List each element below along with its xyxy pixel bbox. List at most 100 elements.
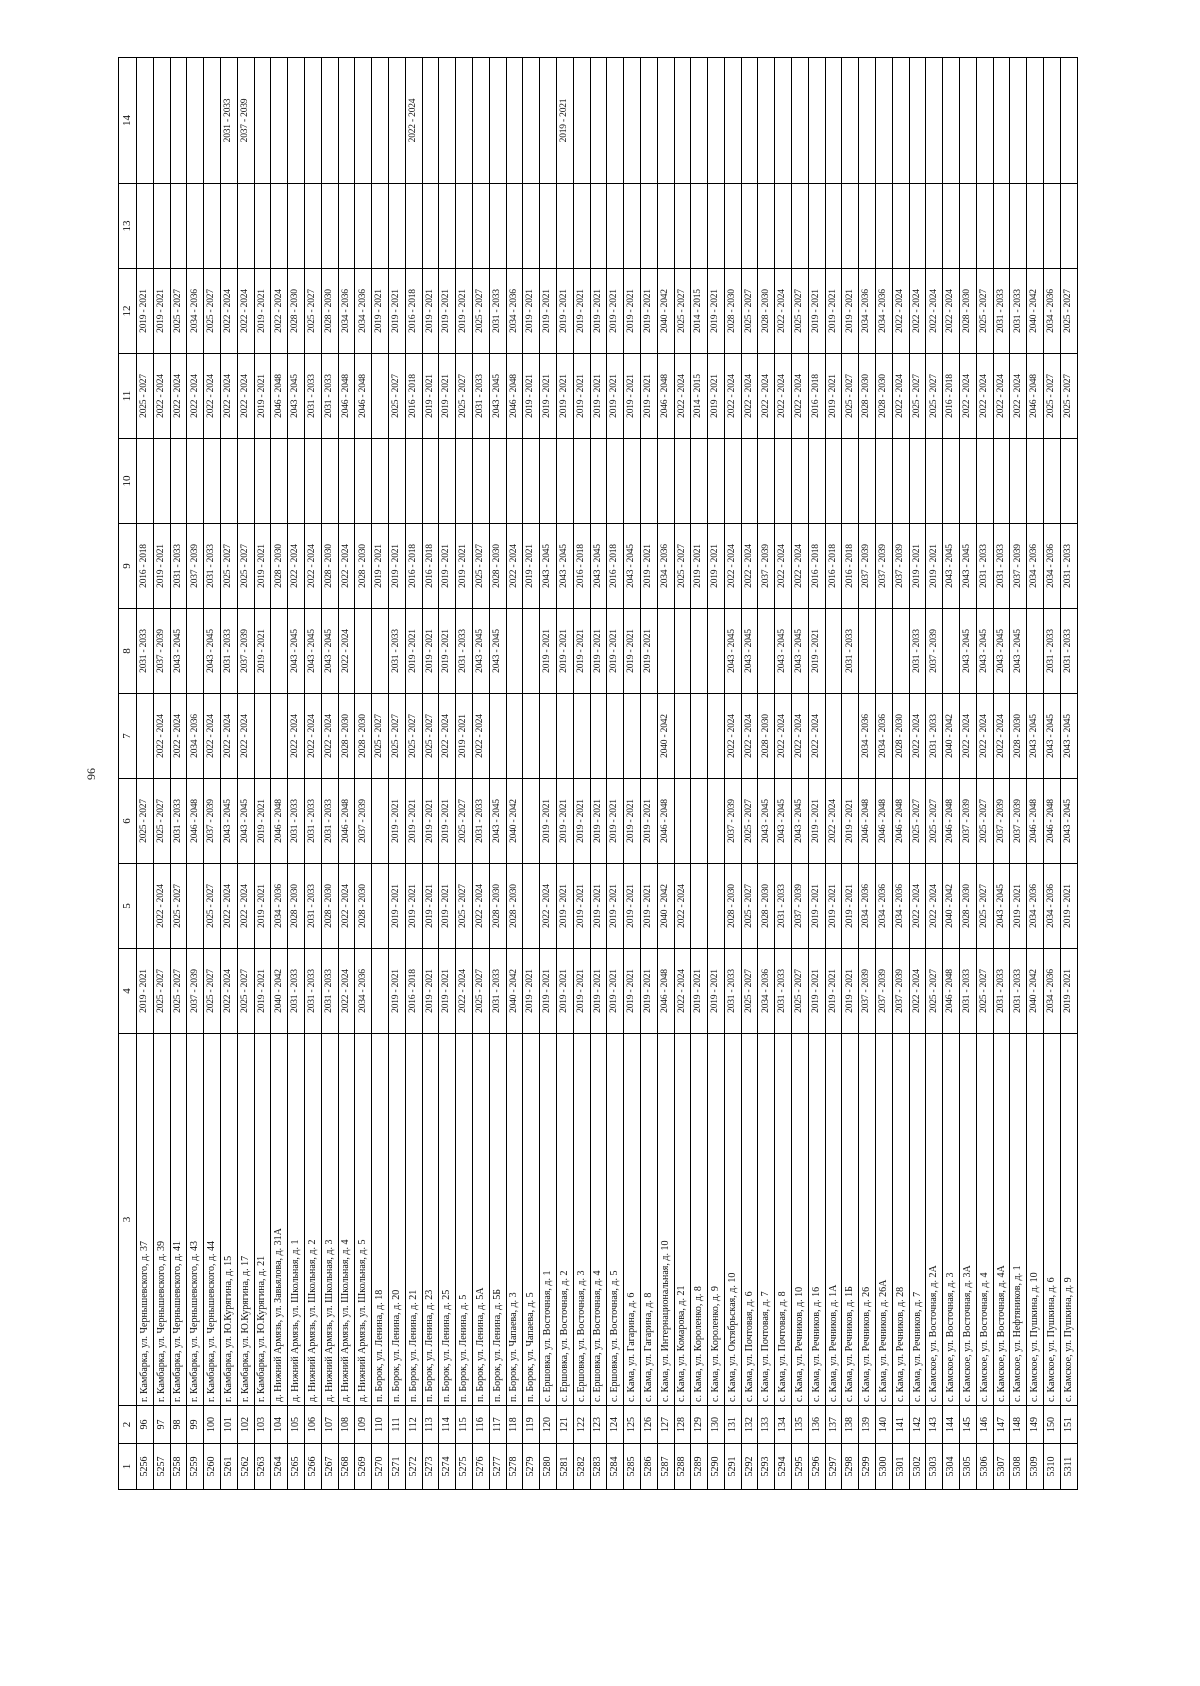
period-cell: 2019 - 2021 [388,948,406,1034]
period-cell: 2019 - 2021 [825,353,842,439]
period-cell: 2028 - 2030 [506,863,523,949]
address-cell: г. Камбарка, ул. Ю.Курягина, д. 15 [220,1033,238,1406]
row-id-cell: 5301 [892,1443,910,1490]
period-cell: 2025 - 2027 [405,693,423,779]
row-id-cell: 5258 [170,1443,187,1490]
period-cell [522,438,540,524]
period-cell: 2025 - 2027 [976,268,994,354]
period-cell [254,183,271,269]
period-cell: 2022 - 2024 [287,693,305,779]
address-cell: с. Кама, ул. Почтовая, д. 8 [774,1033,792,1406]
period-cell: 2046 - 2048 [338,353,355,439]
period-cell: 2019 - 2021 [405,778,423,864]
row-num-cell: 112 [405,1405,423,1444]
row-num-cell: 149 [1026,1405,1044,1444]
period-cell: 2022 - 2024 [237,693,255,779]
period-cell [371,353,389,439]
period-cell [354,608,372,694]
period-cell: 2025 - 2027 [136,353,154,439]
period-cell: 2034 - 2036 [506,268,523,354]
period-cell [791,183,809,269]
period-cell: 2019 - 2021 [690,948,708,1034]
period-cell [186,438,204,524]
row-id-cell: 5263 [254,1443,271,1490]
period-cell: 2031 - 2033 [993,948,1010,1034]
period-cell [774,183,792,269]
row-num-cell: 132 [741,1405,758,1444]
period-cell [623,183,641,269]
period-cell: 2019 - 2021 [1060,863,1078,949]
period-cell [220,183,238,269]
period-cell: 2022 - 2024 [774,523,792,609]
period-cell [674,778,691,864]
row-num-cell: 146 [976,1405,994,1444]
period-cell: 2022 - 2024 [674,353,691,439]
period-cell [371,183,389,269]
period-cell: 2022 - 2024 [976,693,994,779]
column-number-header: 5 [118,863,137,949]
period-cell: 2046 - 2048 [338,778,355,864]
period-cell [254,57,271,184]
period-cell: 2034 - 2036 [757,948,775,1034]
address-cell: г. Камбарка, ул. Чернышевского, д. 39 [153,1033,171,1406]
period-cell: 2037 - 2039 [791,863,809,949]
row-id-cell: 5304 [942,1443,960,1490]
row-num-cell: 138 [841,1405,859,1444]
period-cell: 2028 - 2030 [321,523,339,609]
period-cell [623,438,641,524]
period-cell [841,693,859,779]
period-cell [573,183,591,269]
period-cell: 2019 - 2021 [254,268,271,354]
period-cell [909,438,926,524]
row-id-cell: 5294 [774,1443,792,1490]
row-num-cell: 151 [1060,1405,1078,1444]
period-cell [153,438,171,524]
period-cell: 2031 - 2033 [993,523,1010,609]
address-cell: с. Кама, ул. Интернациональная, д. 10 [657,1033,674,1406]
period-cell: 2019 - 2021 [405,608,423,694]
period-cell [304,57,322,184]
period-cell: 2022 - 2024 [825,778,842,864]
period-cell [321,183,339,269]
row-num-cell: 139 [858,1405,876,1444]
period-cell: 2043 - 2045 [237,778,255,864]
period-cell [539,57,557,184]
period-cell [203,57,221,184]
row-id-cell: 5282 [573,1443,591,1490]
row-num-cell: 105 [287,1405,305,1444]
period-cell [993,57,1010,184]
period-cell [808,438,826,524]
row-id-cell: 5289 [690,1443,708,1490]
period-cell: 2019 - 2021 [590,948,607,1034]
period-cell: 2037 - 2039 [237,608,255,694]
period-cell [472,438,490,524]
period-cell: 2022 - 2024 [220,353,238,439]
period-cell [270,693,288,779]
period-cell: 2019 - 2021 [422,608,439,694]
period-cell: 2037 - 2039 [925,608,943,694]
column-number-header: 7 [118,693,137,779]
row-id-cell: 5278 [506,1443,523,1490]
period-cell [371,438,389,524]
period-cell: 2019 - 2021 [606,353,624,439]
row-num-cell: 133 [757,1405,775,1444]
period-cell: 2028 - 2030 [338,693,355,779]
period-cell: 2022 - 2024 [438,693,456,779]
period-cell: 2022 - 2024 [774,353,792,439]
period-cell: 2022 - 2024 [741,693,758,779]
period-cell [153,57,171,184]
period-cell [539,438,557,524]
period-cell: 2022 - 2024 [220,693,238,779]
row-num-cell: 118 [506,1405,523,1444]
period-cell: 2025 - 2027 [170,863,187,949]
period-cell: 2022 - 2024 [472,693,490,779]
row-id-cell: 5299 [858,1443,876,1490]
address-cell: д. Нижний Армязь, ул. Школьная, д. 4 [338,1033,355,1406]
period-cell: 2025 - 2027 [455,863,473,949]
period-cell: 2019 - 2021 [841,863,859,949]
row-id-cell: 5267 [321,1443,339,1490]
